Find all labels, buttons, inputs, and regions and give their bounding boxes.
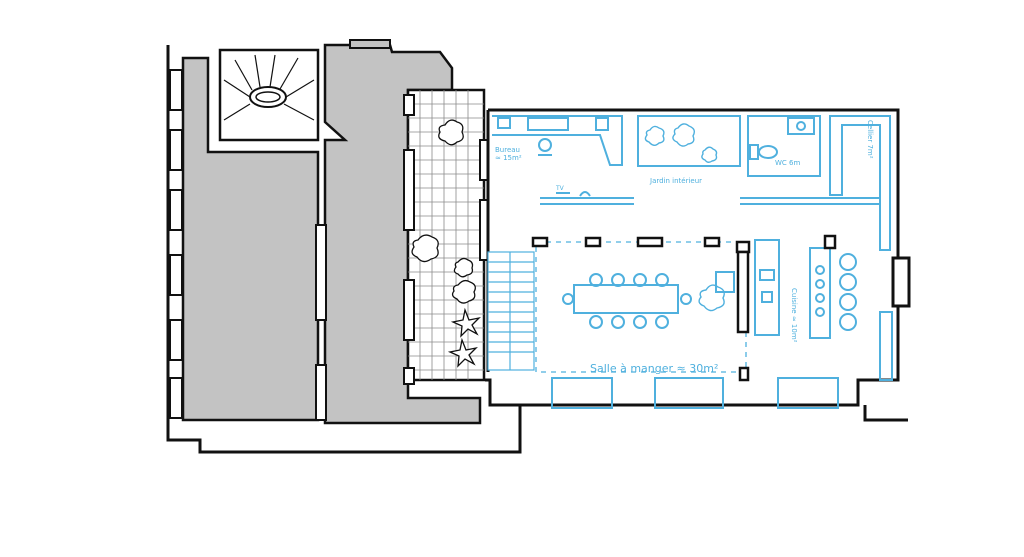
kitchen-area	[754, 239, 780, 336]
desk-chair-icon	[538, 138, 552, 156]
dining-wall-stubs	[531, 234, 837, 382]
room-labels: Bureau ≈ 15m² Jardin intérieur WC 6m TV …	[495, 120, 874, 375]
sink-icon	[787, 117, 815, 135]
label-cellier: Cellier 7m²	[866, 120, 874, 159]
label-salle: Salle à manger ≈ 30m²	[590, 362, 718, 375]
plant-icon	[411, 119, 481, 368]
existing-outer-wall	[166, 45, 522, 454]
kitchen-island-icon	[809, 247, 857, 339]
spiral-staircase-icon	[218, 48, 320, 142]
straight-staircase-icon	[487, 251, 535, 371]
wc-room	[747, 115, 821, 177]
left-wall-windows	[169, 69, 183, 419]
grey-tab	[349, 39, 391, 49]
label-bureau-area: ≈ 15m²	[495, 154, 522, 162]
label-bureau: Bureau	[495, 146, 520, 154]
toilet-icon	[749, 144, 778, 160]
project-layout	[487, 115, 893, 409]
tv-unit	[556, 191, 591, 197]
middle-wall-openings	[315, 224, 327, 421]
label-jardin: Jardin intérieur	[649, 177, 702, 185]
label-tv: TV	[555, 185, 565, 192]
bureau-room	[492, 115, 623, 166]
cellier-room	[829, 115, 891, 251]
courtyard	[403, 88, 489, 385]
label-wc: WC 6m	[775, 159, 800, 167]
dining-table-icon	[562, 273, 692, 329]
jardin-interieur	[637, 115, 741, 167]
existing-building	[166, 39, 522, 454]
label-cuisine: Cuisine ≈ 10m²	[790, 288, 798, 343]
grey-room-middle	[323, 43, 482, 425]
grey-room-left	[181, 56, 320, 422]
dining-room-boundary	[535, 241, 747, 373]
